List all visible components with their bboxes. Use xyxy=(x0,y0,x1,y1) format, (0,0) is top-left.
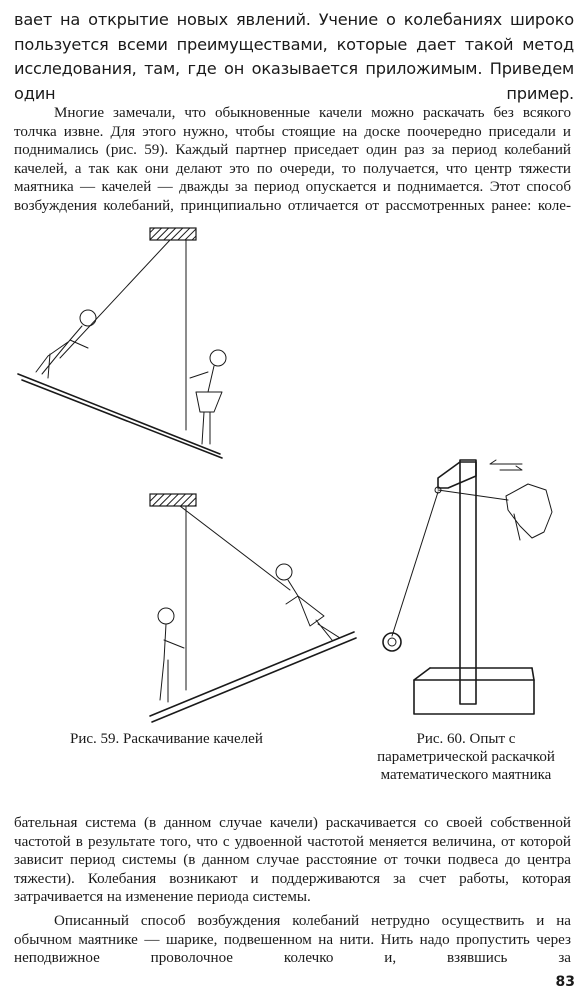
pendulum-bob xyxy=(382,632,402,652)
swing-board-top xyxy=(17,373,221,455)
paragraph-parametric-oscillation: бательная система (в данном случае качел… xyxy=(14,815,571,906)
pulled-thread xyxy=(437,489,509,501)
double-arrow-icon xyxy=(489,459,523,471)
paragraph-swing-description: Многие замечали, что обыкновенные качели… xyxy=(14,105,571,214)
boy-standing-figure xyxy=(35,309,97,379)
fig60-pendulum-apparatus xyxy=(382,459,553,715)
stand-arm xyxy=(437,461,477,489)
stand-base xyxy=(413,679,535,715)
paragraph-pendulum-experiment: Описанный способ возбуждения колебаний н… xyxy=(14,913,571,967)
fig59-caption: Рис. 59. Раскачивание качелей xyxy=(70,731,263,747)
lead-paragraph: вает на открытие новых явлений. Учение о… xyxy=(14,10,574,103)
rope-left-top xyxy=(59,239,171,359)
stand-post xyxy=(459,459,477,705)
ceiling-mount-top xyxy=(149,227,197,241)
swing-board-top-edge xyxy=(21,379,223,459)
page-number: 83 xyxy=(555,974,575,990)
swing-board-bottom xyxy=(149,631,355,717)
fig59-bottom-swing xyxy=(149,493,357,723)
pendulum-thread xyxy=(391,491,439,637)
hand-drawing xyxy=(505,483,553,541)
swing-board-bottom-edge xyxy=(151,637,357,723)
girl-standing-figure xyxy=(275,563,341,641)
rope-right-bottom xyxy=(179,505,291,591)
fig59-top-swing xyxy=(17,227,227,459)
boy-crouching-figure xyxy=(157,607,185,703)
girl-crouching-figure xyxy=(189,349,227,445)
ceiling-mount-bottom xyxy=(149,493,197,507)
fig60-caption: Рис. 60. Опыт с параметрической раскачко… xyxy=(377,731,555,783)
base-top-edge-left xyxy=(413,667,431,681)
